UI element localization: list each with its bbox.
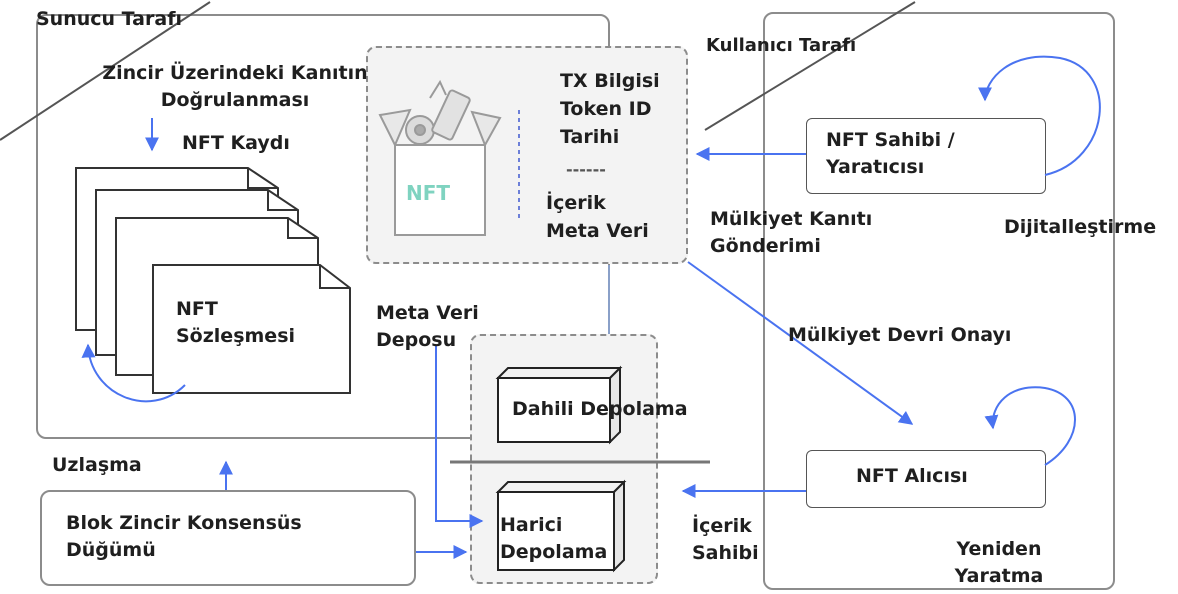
nft-box-icon: [378, 79, 502, 236]
server-corner-slash: [0, 1, 211, 141]
nft-icon-text: NFT: [406, 181, 451, 205]
digitalization-label: Dijitalleştirme: [1004, 216, 1157, 238]
transfer-approval-label: Mülkiyet Devri Onayı: [788, 324, 1012, 346]
owner-creator-node: [806, 118, 1046, 194]
owner-creator-label: NFT Sahibi / Yaratıcısı: [826, 129, 955, 178]
consensus-node-label: Blok Zincir Konsensüs Düğümü: [66, 512, 302, 561]
nft-contract-label: NFT Sözleşmesi: [176, 298, 296, 347]
recreation-loop-arrow: [984, 386, 1076, 466]
buyer-label: NFT Alıcısı: [856, 465, 968, 487]
token-id-label: Token ID: [560, 98, 652, 120]
internal-storage-label: Dahili Depolama: [512, 398, 688, 420]
onchain-verification-label: Zincir Üzerindeki Kanıtın Doğrulanması: [102, 62, 368, 111]
metadata-repo-arrow: [435, 345, 484, 528]
metadata-repo-label: Meta Veri Deposu: [376, 302, 479, 351]
contract-loop-arrow: [81, 343, 186, 403]
content-owner-label: İçerik Sahibi: [692, 515, 759, 564]
tx-info-label: TX Bilgisi: [560, 70, 660, 92]
external-storage-cube: [495, 479, 627, 573]
client-side-panel: [763, 12, 1115, 590]
nft-document-stack: [75, 167, 351, 394]
internal-storage-cube: [495, 365, 623, 445]
recreation-label: Yeniden Yaratma: [954, 538, 1044, 587]
client-side-title: Kullanıcı Tarafı: [706, 35, 857, 56]
panel-separator: ------: [566, 160, 606, 179]
digitalization-loop-arrow: [978, 55, 1101, 176]
meta-data-label: Meta Veri: [546, 220, 649, 242]
external-storage-label: Harici Depolama: [500, 514, 608, 563]
consensus-node-box: [40, 490, 416, 586]
server-side-title: Sunucu Tarafı: [36, 8, 182, 30]
nft-record-label: NFT Kaydı: [182, 132, 290, 154]
content-label: İçerik: [546, 192, 606, 214]
buyer-node: [806, 450, 1046, 508]
transfer-approval-arrow: [687, 261, 914, 425]
ownership-proof-label: Mülkiyet Kanıtı Gönderimi: [710, 208, 873, 257]
client-corner-slash: [704, 1, 916, 131]
consensus-label: Uzlaşma: [52, 454, 142, 476]
date-label: Tarihi: [560, 126, 620, 148]
